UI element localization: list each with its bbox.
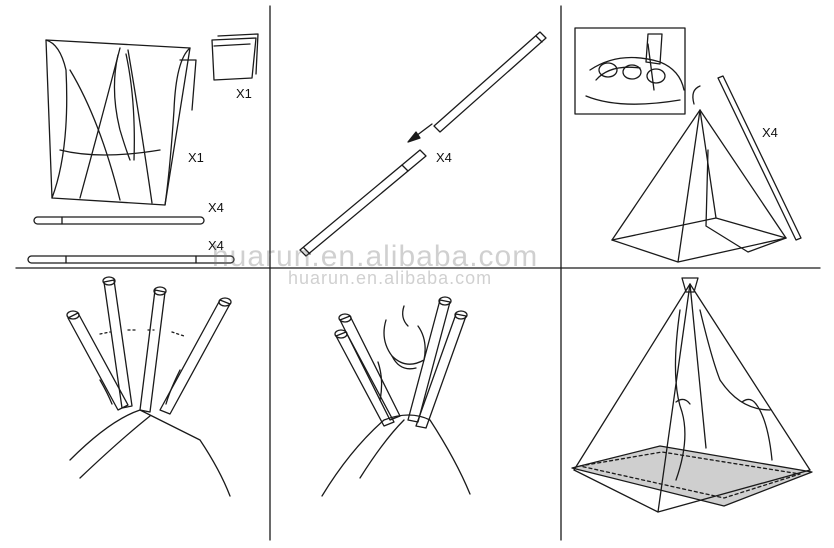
panel-insert-poles xyxy=(574,27,802,263)
long-pole-illustration xyxy=(27,255,235,264)
finished-tent-illustration xyxy=(573,277,811,513)
panel-spread-poles xyxy=(66,276,232,497)
bag-qty-label: X1 xyxy=(236,86,252,101)
grid-dividers xyxy=(15,5,821,541)
ground-mat-illustration xyxy=(571,445,813,507)
canvas-qty-label: X1 xyxy=(188,150,204,165)
lower-pole-segment xyxy=(299,149,427,257)
panel-finished-tent xyxy=(571,277,813,513)
pole-tops-illustration xyxy=(66,276,232,415)
insert-pole-qty-label: X4 xyxy=(762,125,778,140)
tent-canvas-illustration xyxy=(45,39,197,206)
upper-pole-segment xyxy=(433,31,547,133)
joined-pole-qty-label: X4 xyxy=(436,150,452,165)
canvas-top-illustration xyxy=(69,369,231,497)
tent-frame-illustration xyxy=(611,109,787,263)
panel-parts xyxy=(27,33,259,264)
join-arrow-icon xyxy=(407,123,433,143)
short-pole-illustration xyxy=(33,216,205,225)
storage-bag-illustration xyxy=(211,33,259,81)
pole-insert-illustration xyxy=(717,75,802,241)
canvas-top-illustration-2 xyxy=(321,414,471,497)
long-pole-qty-label: X4 xyxy=(208,238,224,253)
insert-arrow-icon xyxy=(692,85,701,105)
inset-detail-box xyxy=(574,27,686,115)
short-pole-qty-label: X4 xyxy=(208,200,224,215)
panel-tie-rope xyxy=(321,296,471,497)
panel-join-poles xyxy=(299,31,547,257)
rope-knot-illustration xyxy=(377,305,426,401)
